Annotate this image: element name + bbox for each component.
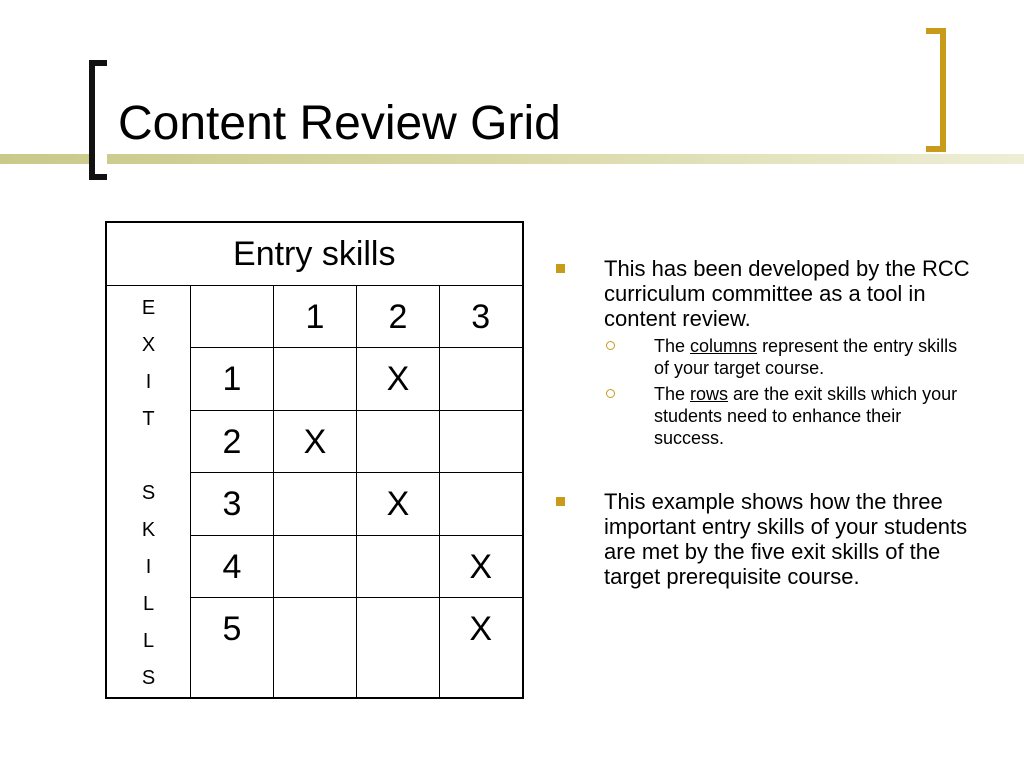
grid-cell [356, 534, 440, 599]
square-bullet-icon [556, 264, 565, 273]
column-header: 2 [356, 284, 440, 349]
grid-cell [439, 472, 523, 536]
exit-skills-label: E X I T S K I L L S [105, 285, 191, 699]
sub-bullet-item: The columns represent the entry skills o… [552, 335, 972, 379]
slide-title: Content Review Grid [118, 97, 561, 150]
grid-cell: X [356, 472, 440, 536]
right-bracket-decoration [926, 28, 946, 152]
grid-cell [273, 534, 357, 599]
grid-cell: X [439, 597, 523, 699]
grid-cell [439, 409, 523, 474]
sub-bullet-text-suffix: are the exit skills which your students … [654, 384, 958, 448]
row-header: 3 [190, 472, 274, 536]
grid-cell [439, 347, 523, 411]
underlined-word: rows [690, 384, 729, 404]
exit-letter [107, 438, 190, 475]
content-review-grid: Entry skills E X I T S K I L L S 1 2 3 1 [105, 221, 524, 699]
bullet-text: This example shows how the three importa… [604, 489, 968, 589]
grid-cell [273, 347, 357, 411]
grid-cell [356, 597, 440, 699]
sub-bullet-text-prefix: The [654, 384, 691, 404]
exit-letter: S [141, 482, 156, 504]
bullet-item: This has been developed by the RCC curri… [552, 256, 972, 331]
grid-cell: X [356, 347, 440, 411]
exit-letter: T [142, 408, 155, 430]
exit-letter: X [141, 334, 156, 356]
square-bullet-icon [556, 497, 565, 506]
exit-letter: L [142, 593, 155, 615]
ring-bullet-icon [606, 341, 615, 350]
row-header: 2 [190, 409, 274, 474]
bullet-text: This has been developed by the RCC curri… [604, 256, 970, 331]
exit-letter: K [141, 519, 156, 541]
exit-letter: E [141, 297, 156, 319]
underlined-word: columns [690, 336, 758, 356]
sub-bullet-text-suffix: represent the entry skills of your targe… [654, 336, 958, 378]
sub-bullet-item: The rows are the exit skills which your … [552, 383, 972, 449]
exit-letter: I [145, 371, 152, 393]
row-header: 5 [190, 597, 274, 699]
entry-skills-header: Entry skills [105, 221, 523, 286]
exit-letter: S [141, 667, 156, 689]
grid-cell: X [439, 534, 523, 599]
sub-bullet-text-prefix: The [654, 336, 691, 356]
bullet-item: This example shows how the three importa… [552, 489, 972, 589]
row-header: 1 [190, 347, 274, 411]
ring-bullet-icon [606, 389, 615, 398]
corner-cell [190, 284, 274, 349]
exit-letter: L [142, 630, 155, 652]
exit-letter: I [145, 556, 152, 578]
bullet-list: This has been developed by the RCC curri… [552, 256, 972, 589]
grid-cell [273, 597, 357, 699]
left-bracket-decoration [89, 60, 107, 180]
grid-cell: X [273, 409, 357, 474]
column-header: 1 [273, 284, 357, 349]
row-header: 4 [190, 534, 274, 599]
column-header: 3 [439, 284, 523, 349]
title-underline [0, 154, 1024, 164]
grid-cell [356, 409, 440, 474]
grid-cell [273, 472, 357, 536]
